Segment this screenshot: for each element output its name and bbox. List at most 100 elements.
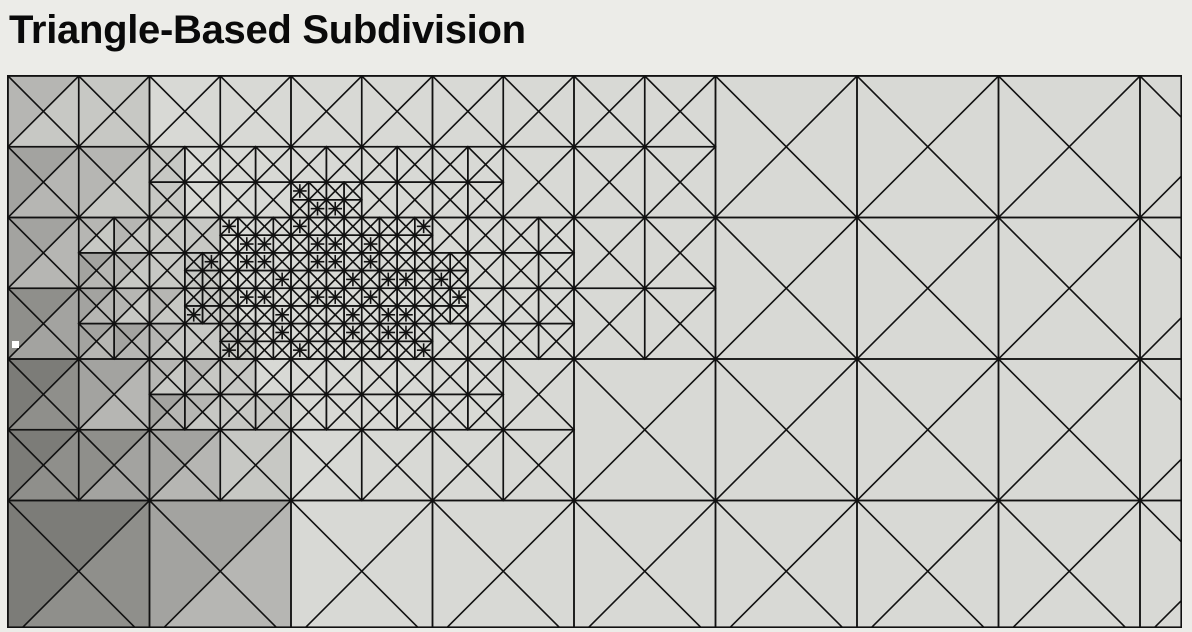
triangle-edge [360,75,434,148]
triangle-edge [77,216,116,255]
triangle-edge [572,216,646,290]
triangle-edge [289,428,363,502]
triangle-edges [7,75,1182,628]
triangle-edge [77,251,116,290]
triangle-edge [325,145,363,184]
triangle-edge [502,287,540,325]
triangle-edge [148,180,187,219]
mesh-border [7,75,1182,628]
triangle-edge [236,322,257,343]
triangle-edge [431,287,452,308]
triangle-edge [855,75,1000,219]
triangle-edge [502,357,576,431]
triangle-edge [183,269,204,290]
shaded-triangle [149,500,291,628]
triangle-edge [77,322,116,361]
triangle-edge [360,340,381,361]
triangle-edge [395,287,416,308]
triangle-edge [643,75,717,148]
triangle-edge [395,234,416,255]
triangle-edge [254,216,275,237]
triangle-edge [342,198,363,219]
triangle-edge [1138,174,1182,219]
triangle-edge [148,322,187,361]
triangle-edge [431,304,452,325]
triangle-edge [1138,315,1182,361]
triangle-edge [201,287,222,308]
triangle-edge [272,216,293,237]
triangle-edge [997,357,1142,502]
triangle-edge [325,322,346,343]
triangle-edge [219,180,257,219]
triangle-edge [360,216,381,237]
mesh-viewport [7,75,1182,628]
triangle-edge [431,322,470,361]
triangle-edge [325,216,346,237]
triangle-edge [307,304,328,325]
triangle-edge [183,145,222,184]
triangle-edge [219,145,257,184]
triangle-edge [112,287,151,325]
triangle-edge [77,428,151,502]
triangle-edge [413,322,434,343]
triangle-edge [855,216,1000,361]
triangle-edge [449,269,470,290]
triangle-edge [183,322,222,361]
triangle-edge [1138,357,1182,403]
triangle-edge [643,145,717,219]
triangle-edge [112,322,151,361]
triangle-edge [254,322,275,343]
triangle-edge [431,180,470,219]
triangle-edge [289,145,328,184]
triangle-edge [445,499,576,628]
triangle-edge [360,428,434,502]
triangle-edge [466,357,505,396]
triangle-edge [714,75,859,219]
triangle-edge [219,357,257,396]
triangle-edge [586,499,717,628]
triangle-edge [360,269,381,290]
triangle-edge [219,322,240,343]
triangle-edge [378,287,399,308]
triangle-edge [997,75,1142,219]
triangle-edge [148,216,187,255]
triangle-edge [219,428,293,502]
triangle-edge [431,75,505,148]
triangle-edge [1152,598,1182,628]
triangle-edge [272,251,293,272]
triangle-edge [112,251,151,290]
triangle-edge [148,393,187,431]
triangle-edge [325,269,346,290]
triangle-edge [77,145,151,219]
triangle-edge [289,393,328,431]
triangle-edge [378,251,399,272]
triangle-edge [219,251,240,272]
mesh-cell [1139,75,1182,219]
triangle-edge [431,357,470,396]
triangle-edge [307,269,328,290]
triangle-edge [289,357,328,396]
triangle-edge [112,216,151,255]
triangle-edge [289,322,310,343]
triangle-edge [236,269,257,290]
triangle-edge [307,216,328,237]
triangle-edge [395,145,434,184]
triangle-edge [7,357,80,431]
triangle-edge [413,304,434,325]
triangle-edge [183,251,204,272]
triangle-edge [360,322,381,343]
triangle-edge [728,499,859,628]
triangle-edge [997,216,1142,361]
triangle-edge [342,180,363,201]
triangle-edge [7,428,80,502]
triangle-edge [7,75,80,148]
triangle-edge [537,251,576,290]
triangle-edge [254,393,293,431]
triangle-edge [219,287,240,308]
triangle-edge [219,234,240,255]
triangle-edge [289,251,310,272]
triangle-edge [303,499,434,628]
triangle-edge [502,145,576,219]
triangle-edge [395,251,416,272]
triangle-edge [219,304,240,325]
